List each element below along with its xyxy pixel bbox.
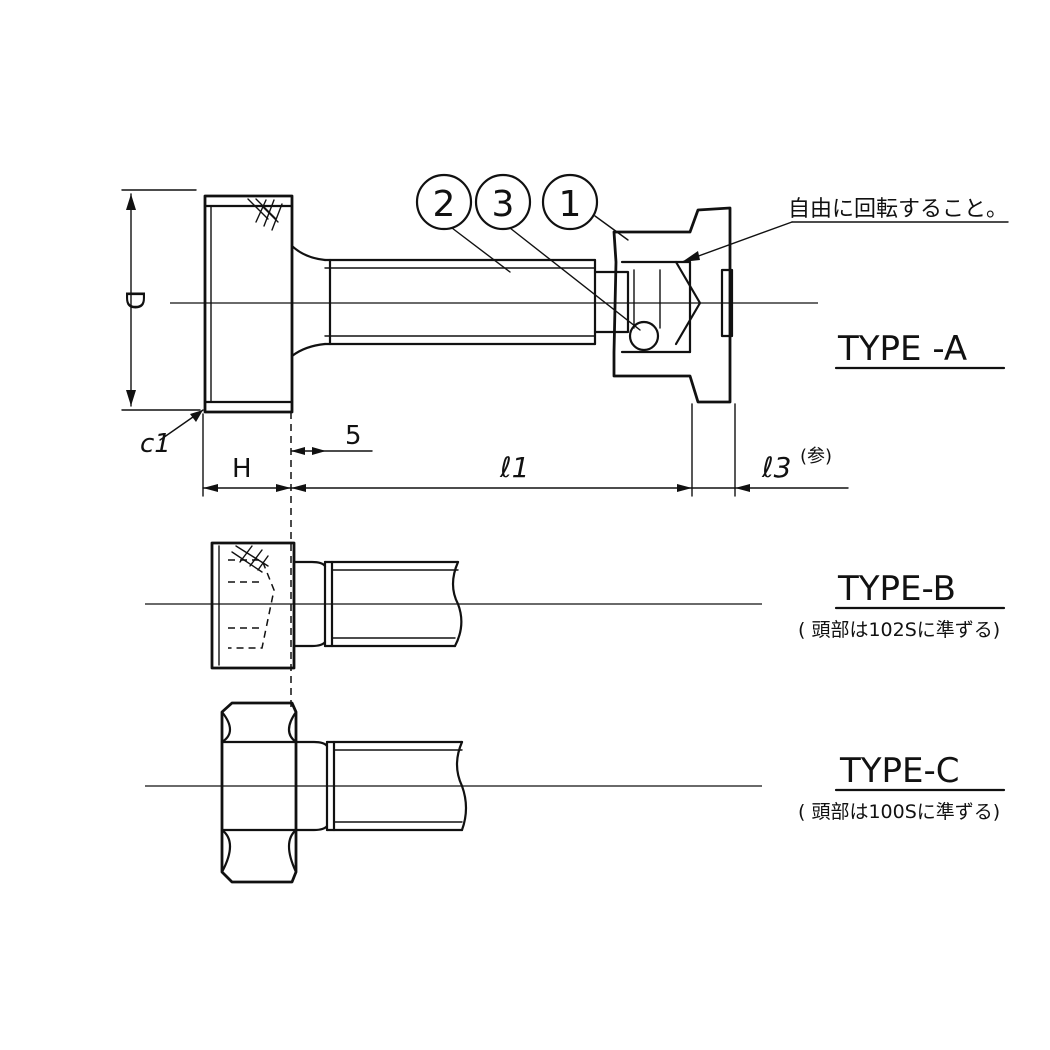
dimension-c1: c1 bbox=[140, 409, 204, 459]
dimension-l3-label: ℓ3 bbox=[761, 451, 791, 484]
type-c-break-line bbox=[455, 740, 468, 832]
balloon-1-label: 1 bbox=[559, 184, 582, 225]
type-a-title: TYPE -A bbox=[837, 329, 967, 369]
type-a-view bbox=[170, 194, 1009, 414]
type-a-pin-cone bbox=[674, 260, 702, 346]
type-c-hex-head bbox=[220, 701, 298, 884]
balloon-1-leader bbox=[594, 215, 629, 241]
balloon-2-leader bbox=[451, 227, 511, 273]
dimension-5: 5 bbox=[290, 421, 373, 455]
type-a-housing-slot bbox=[720, 268, 734, 338]
type-b-socket-hidden bbox=[228, 559, 275, 649]
type-a-head bbox=[203, 194, 294, 414]
type-b-note: ( 頭部は102Sに準ずる) bbox=[798, 619, 1000, 641]
dimension-c1-label: c1 bbox=[140, 429, 171, 459]
note-leader bbox=[681, 221, 793, 263]
type-b-view bbox=[145, 541, 762, 670]
dimension-l3-note: (参) bbox=[800, 446, 832, 467]
type-b-break-line bbox=[451, 560, 463, 648]
dimension-d: D bbox=[119, 189, 201, 411]
balloon-2: 2 bbox=[415, 173, 473, 231]
balloon-2-label: 2 bbox=[433, 184, 456, 225]
type-c-title: TYPE-C bbox=[839, 751, 960, 791]
dimension-d-label: D bbox=[119, 290, 149, 310]
dimension-l1-label: ℓ1 bbox=[499, 451, 529, 484]
type-a-neck-fillet-top bbox=[290, 244, 327, 262]
type-b-title: TYPE-B bbox=[837, 569, 956, 609]
type-a-knurl-hatch bbox=[247, 198, 283, 231]
dimension-row: H ℓ1 ℓ3 (参) bbox=[202, 446, 849, 492]
balloon-1: 1 bbox=[541, 173, 599, 231]
type-a-pin-step bbox=[593, 270, 630, 334]
note-arrowhead bbox=[682, 251, 700, 262]
type-a-housing bbox=[612, 206, 732, 404]
balloon-3-leader bbox=[509, 227, 641, 331]
dimension-5-label: 5 bbox=[345, 421, 362, 451]
balloon-3: 3 bbox=[474, 173, 532, 231]
dimension-h-label: H bbox=[232, 454, 252, 484]
rotate-note: 自由に回転すること。 bbox=[788, 197, 1008, 222]
type-a-neck-fillet-bottom bbox=[290, 342, 327, 358]
type-c-note: ( 頭部は100Sに準ずる) bbox=[798, 801, 1000, 823]
type-a-ball bbox=[628, 320, 660, 352]
type-b-knurl-hatch bbox=[231, 545, 269, 573]
balloon-3-label: 3 bbox=[492, 184, 515, 225]
type-c-view bbox=[145, 701, 762, 884]
type-b-head bbox=[210, 541, 296, 670]
